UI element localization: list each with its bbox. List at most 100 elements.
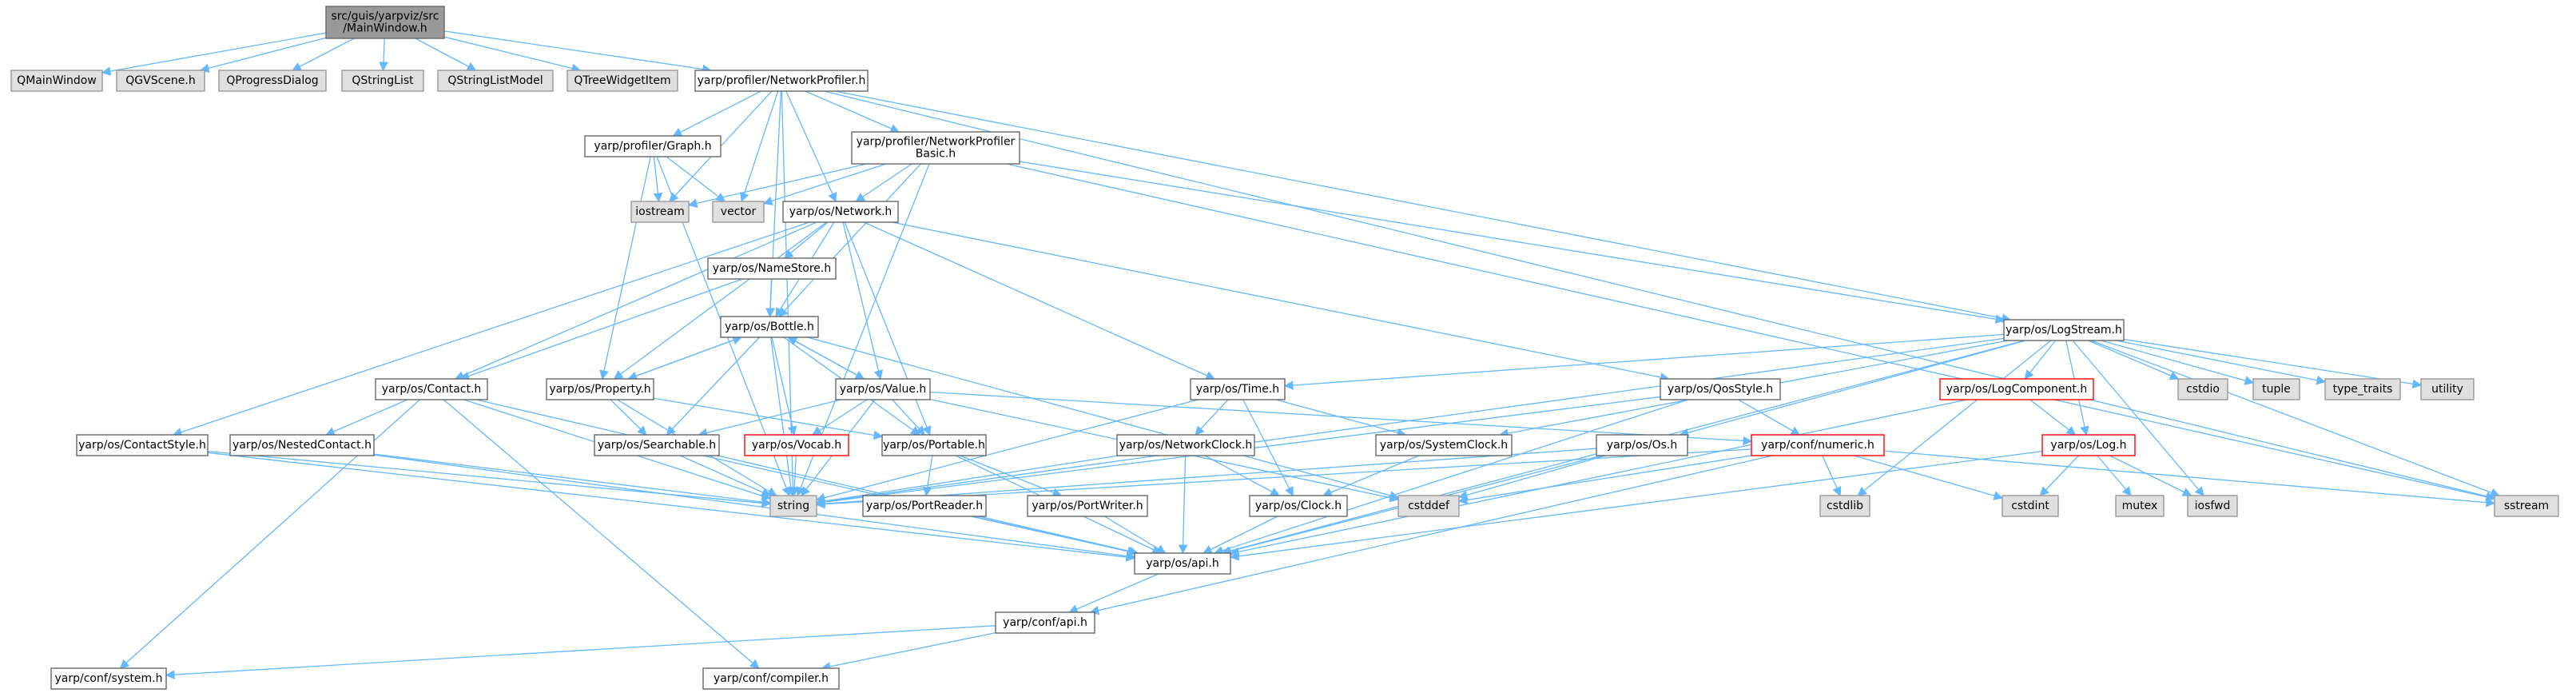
edge-Bottle-to-cstddef <box>807 337 1400 500</box>
edge-NetworkProfiler-to-Network <box>785 90 837 203</box>
node-box <box>851 131 1020 165</box>
node-label: yarp/os/Searchable.h <box>598 439 716 452</box>
node-box <box>744 434 849 456</box>
node-LogComponent[interactable]: yarp/os/LogComponent.h <box>1939 378 2094 400</box>
edge-Value-to-Searchable <box>698 399 841 438</box>
node-box <box>782 201 899 223</box>
node-label: yarp/os/NameStore.h <box>713 262 831 275</box>
edge-Value-to-numeric <box>929 391 1753 446</box>
node-cstdint: cstdint <box>2002 495 2059 517</box>
node-Network[interactable]: yarp/os/Network.h <box>782 201 899 223</box>
edge-LogComponent-to-Log <box>2029 399 2077 436</box>
edge-NPBasic-to-iostream <box>687 163 867 208</box>
edge-Network-to-QosStyle <box>892 221 1670 382</box>
node-box <box>1375 434 1513 456</box>
node-label: yarp/os/Contact.h <box>382 383 482 396</box>
edge-LogStream-to-type_traits <box>2116 340 2327 385</box>
node-Clock[interactable]: yarp/os/Clock.h <box>1249 495 1348 517</box>
node-box <box>881 434 987 456</box>
node-compiler[interactable]: yarp/conf/compiler.h <box>702 667 840 690</box>
node-root[interactable]: src/guis/yarpviz/src/MainWindow.h <box>325 6 445 39</box>
node-box <box>2002 495 2059 517</box>
node-system[interactable]: yarp/conf/system.h <box>50 667 167 690</box>
node-Time[interactable]: yarp/os/Time.h <box>1190 378 1286 400</box>
node-QosStyle[interactable]: yarp/os/QosStyle.h <box>1660 378 1781 400</box>
node-cstddef: cstddef <box>1397 495 1460 517</box>
edge-LogStream-to-cstdio <box>2088 340 2180 380</box>
edge-NestedContact-to-osapi <box>373 454 1136 561</box>
node-ContactStyle[interactable]: yarp/os/ContactStyle.h <box>76 434 209 456</box>
node-label: yarp/os/api.h <box>1146 557 1218 570</box>
node-box <box>1027 495 1148 517</box>
node-Searchable[interactable]: yarp/os/Searchable.h <box>594 434 720 456</box>
edge-NetworkProfiler-to-LogStream <box>834 90 2012 323</box>
node-box <box>218 70 327 92</box>
edge-Property-to-Bottle <box>628 336 742 380</box>
node-Contact[interactable]: yarp/os/Contact.h <box>375 378 488 400</box>
node-Value[interactable]: yarp/os/Value.h <box>835 378 931 400</box>
node-label: QStringListModel <box>447 74 543 87</box>
node-box <box>437 70 554 92</box>
node-QMainWindow: QMainWindow <box>10 70 103 92</box>
node-NetworkProfiler[interactable]: yarp/profiler/NetworkProfiler.h <box>694 70 869 92</box>
node-Bottle[interactable]: yarp/os/Bottle.h <box>720 316 819 338</box>
node-utility: utility <box>2420 378 2475 400</box>
node-box <box>1116 434 1255 456</box>
node-box <box>1751 434 1885 456</box>
node-numeric[interactable]: yarp/conf/numeric.h <box>1751 434 1885 456</box>
node-Vocab[interactable]: yarp/os/Vocab.h <box>744 434 849 456</box>
node-Log[interactable]: yarp/os/Log.h <box>2041 434 2136 456</box>
node-Property[interactable]: yarp/os/Property.h <box>546 378 654 400</box>
node-osapi[interactable]: yarp/os/api.h <box>1134 552 1231 575</box>
node-PortReader[interactable]: yarp/os/PortReader.h <box>862 495 987 517</box>
node-NameStore[interactable]: yarp/os/NameStore.h <box>707 257 837 280</box>
edge-root-to-QStringList <box>379 38 388 72</box>
edge-NPBasic-to-Network <box>855 163 912 202</box>
node-NetworkClock[interactable]: yarp/os/NetworkClock.h <box>1116 434 1255 456</box>
edge-Network-to-Property <box>613 221 827 380</box>
node-NestedContact[interactable]: yarp/os/NestedContact.h <box>229 434 375 456</box>
edge-Time-to-string <box>815 399 1199 503</box>
node-label: QGVScene.h <box>125 74 195 87</box>
node-tuple: tuple <box>2252 378 2300 400</box>
edge-Graph-to-iostream <box>653 156 663 203</box>
node-box <box>2324 378 2401 400</box>
edge-NetworkClock-to-string <box>815 455 1119 506</box>
node-box <box>76 434 209 456</box>
node-LogStream[interactable]: yarp/os/LogStream.h <box>2003 319 2125 341</box>
edge-numeric-to-cstdint <box>1854 455 2004 500</box>
edge-Contact-to-osapi <box>475 399 1139 556</box>
node-Os[interactable]: yarp/os/Os.h <box>1596 434 1688 456</box>
node-SystemClock[interactable]: yarp/os/SystemClock.h <box>1375 434 1513 456</box>
node-box <box>1249 495 1348 517</box>
node-box <box>325 6 445 39</box>
edge-NetworkClock-to-osapi <box>1178 455 1188 555</box>
edge-NetworkProfiler-to-Graph <box>672 90 761 137</box>
edge-Graph-to-Property <box>599 156 651 380</box>
node-label: yarp/os/PortReader.h <box>866 500 983 512</box>
edge-Log-to-cstdint <box>2039 455 2079 496</box>
node-Graph[interactable]: yarp/profiler/Graph.h <box>584 135 722 157</box>
edge-Value-to-Vocab <box>812 399 868 436</box>
node-confapi[interactable]: yarp/conf/api.h <box>995 611 1095 634</box>
node-box <box>2041 434 2136 456</box>
node-label: yarp/os/LogStream.h <box>2006 324 2122 337</box>
node-vector: vector <box>712 201 765 223</box>
edge-NetworkClock-to-Clock <box>1204 455 1280 496</box>
node-box <box>1819 495 1870 517</box>
node-label: type_traits <box>2333 383 2393 396</box>
node-Portable[interactable]: yarp/os/Portable.h <box>881 434 987 456</box>
edge-root-to-QStringListModel <box>415 38 477 71</box>
node-box <box>229 434 375 456</box>
node-box <box>1939 378 2094 400</box>
edge-Bottle-to-Vocab <box>771 337 797 436</box>
edge-LogStream-to-Time <box>1283 333 2005 390</box>
edge-LogStream-to-iosfwd <box>2072 340 2204 496</box>
node-label: yarp/conf/api.h <box>1003 616 1087 629</box>
node-box <box>2187 495 2238 517</box>
edge-numeric-to-cstdlib <box>1822 455 1842 497</box>
node-box <box>2003 319 2125 341</box>
node-PortWriter[interactable]: yarp/os/PortWriter.h <box>1027 495 1148 517</box>
node-box <box>862 495 987 517</box>
